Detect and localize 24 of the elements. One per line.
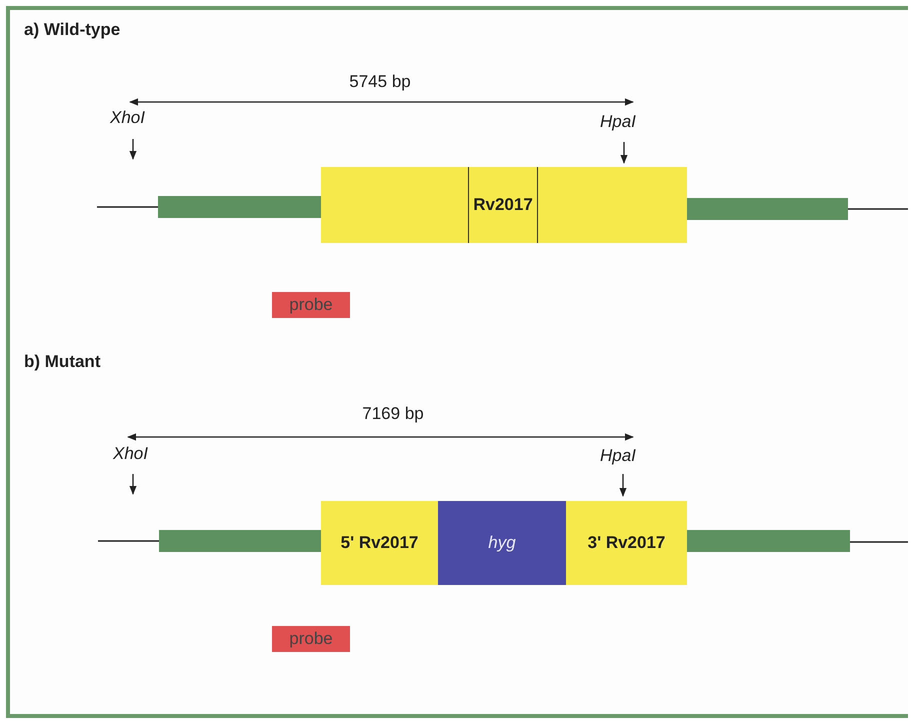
- length-label: 7169 bp: [362, 404, 424, 424]
- length-label: 5745 bp: [349, 72, 411, 92]
- marker-gene-box: [438, 501, 566, 585]
- panel-heading: a) Wild-type: [24, 20, 120, 40]
- restriction-site-label: XhoI: [110, 108, 145, 128]
- gene-box: [566, 501, 687, 585]
- gene-label: 5' Rv2017: [340, 533, 418, 553]
- flanking-region-bar: [159, 530, 322, 552]
- restriction-site-label: XhoI: [113, 444, 148, 464]
- flanking-region-bar: [158, 196, 322, 218]
- gene-label: Rv2017: [468, 167, 538, 243]
- probe-label: probe: [289, 295, 333, 315]
- panel-heading: b) Mutant: [24, 352, 100, 372]
- flanking-region-bar: [687, 198, 848, 220]
- restriction-site-label: HpaI: [600, 446, 636, 466]
- gene-label: 3' Rv2017: [588, 533, 666, 553]
- restriction-site-label: HpaI: [600, 112, 636, 132]
- flanking-region-bar: [687, 530, 850, 552]
- gene-box: [321, 167, 687, 243]
- probe-bar: [272, 626, 350, 652]
- probe-bar: [272, 292, 350, 318]
- gene-label: hyg: [488, 533, 516, 553]
- gene-box: [321, 501, 438, 585]
- probe-label: probe: [289, 629, 333, 649]
